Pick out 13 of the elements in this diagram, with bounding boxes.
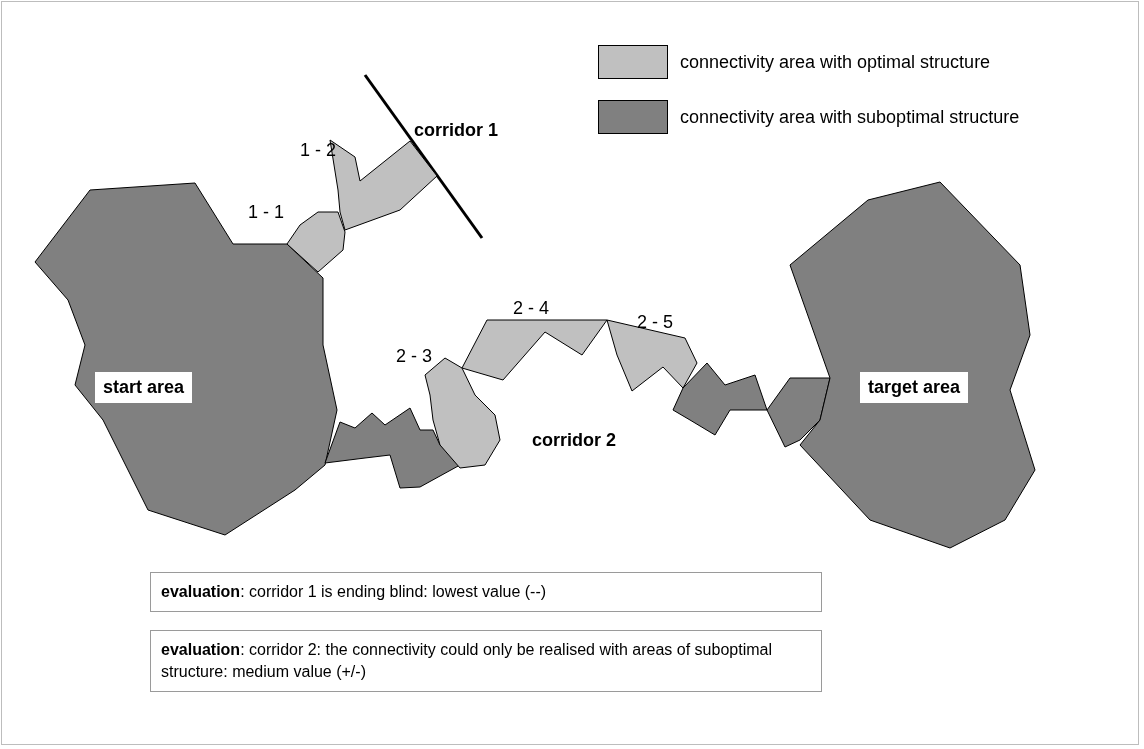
legend-label: connectivity area with suboptimal structure (680, 106, 1020, 128)
patch-number: 2 - 3 (396, 346, 433, 367)
area-label: start area (95, 372, 193, 403)
corridor-label: corridor 1 (414, 120, 499, 141)
corridor-label: corridor 2 (532, 430, 617, 451)
area-label: target area (860, 372, 969, 403)
evaluation-text: evaluation: corridor 1 is ending blind: lowest value (--) (161, 583, 547, 600)
patch-number: 1 - 2 (300, 140, 337, 161)
patch-number: 1 - 1 (248, 202, 285, 223)
patch-number: 2 - 4 (513, 298, 550, 319)
evaluation-text: evaluation: corridor 2: the connectivity could only be realised with areas of suboptimal structure: medium value (+/-) (161, 641, 772, 680)
patch-number: 2 - 5 (637, 312, 674, 333)
legend-label: connectivity area with optimal structure (680, 51, 991, 73)
